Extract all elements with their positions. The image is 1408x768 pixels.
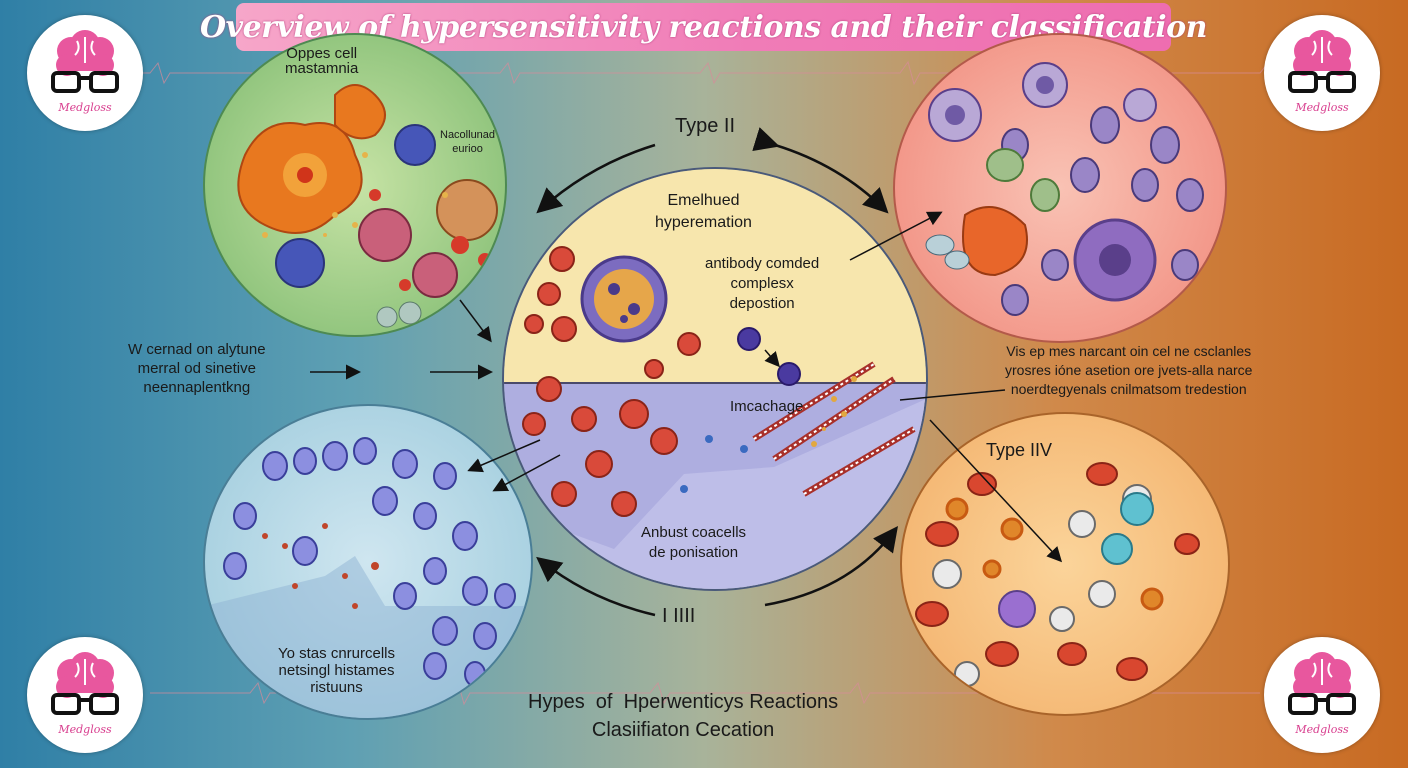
brain-glasses-icon: [51, 30, 119, 93]
center-diagram: [502, 167, 928, 591]
center-bottom-heading: Imcachage: [730, 398, 804, 415]
brand-label: Medgloss: [1295, 723, 1349, 736]
center-cells-illustration: [504, 246, 926, 589]
title-banner: Overview of hypersensitivity reactions a…: [200, 3, 1207, 51]
brain-glasses-icon: [1288, 30, 1356, 93]
label-type-ii: Type II: [675, 115, 736, 137]
center-top-note: antibody comded complesx depostion: [705, 255, 820, 312]
panel-bottom-left: [203, 404, 533, 720]
brand-label: Medgloss: [58, 101, 112, 114]
immune-cells-illustration: [925, 62, 1204, 316]
histamine-cells-illustration: [205, 437, 531, 718]
logo-top-right: Medgloss: [1264, 15, 1380, 131]
logo-bottom-left: Medgloss: [27, 637, 143, 753]
brand-label: Medgloss: [58, 723, 112, 736]
brand-label: Medgloss: [1295, 101, 1349, 114]
footer-title: Hypes of Hperwenticys Reactions Clasiifi…: [528, 691, 839, 741]
panel-caption-type-iv: Type IIV: [986, 440, 1053, 460]
label-type-iii: I IIII: [662, 605, 696, 627]
left-side-note: W cernad on alytune merral od sinetive n…: [128, 341, 266, 396]
center-bottom-note: Anbust coacells de ponisation: [641, 524, 747, 561]
center-top-heading: Emelhued hyperemation: [655, 192, 752, 231]
brain-glasses-icon: [1288, 652, 1356, 715]
delayed-hypersensitivity-illustration: [915, 462, 1200, 687]
center-divider: [504, 382, 926, 384]
panel-caption-bottom-left: Yo stas cnrurcells netsingl histames ris…: [278, 645, 395, 696]
logo-bottom-right: Medgloss: [1264, 637, 1380, 753]
brain-glasses-icon: [51, 652, 119, 715]
panel-type-ii: [893, 33, 1227, 343]
panel-type-iv: [900, 412, 1230, 716]
panel-caption-type-i: Oppes cell mastamnia: [285, 45, 359, 77]
logo-top-left: Medgloss: [27, 15, 143, 131]
right-side-note: Vis ep mes narcant oin cel ne csclanles …: [1005, 343, 1253, 397]
panel-subcaption-type-i: Nacollunad eurioo: [440, 129, 496, 155]
panel-type-i: [203, 33, 507, 337]
